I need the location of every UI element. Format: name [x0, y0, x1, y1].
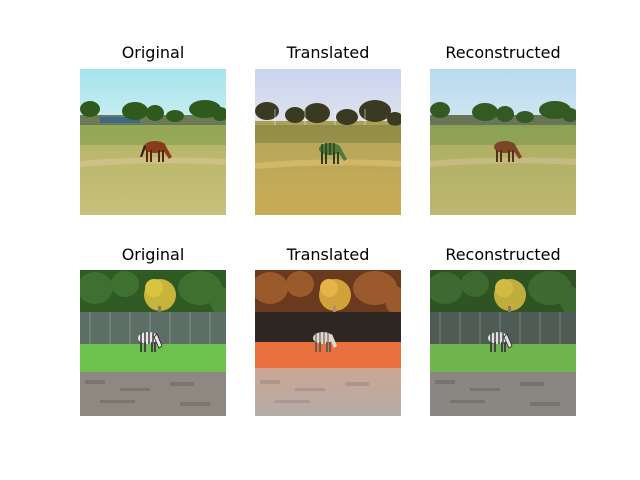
image-original-horse	[80, 69, 226, 215]
zebra-figure-translated	[313, 332, 337, 352]
panel-title-translated-row2: Translated	[286, 245, 370, 264]
horse-figure	[140, 141, 172, 162]
image-reconstructed-horse	[430, 69, 576, 215]
zebra-figure-reconstructed	[488, 332, 513, 352]
image-reconstructed-zebra	[430, 270, 576, 416]
panel-title-reconstructed-row1: Reconstructed	[445, 43, 561, 62]
image-translated-zebra	[255, 270, 401, 416]
striped-horse-figure	[319, 143, 347, 164]
horse-figure-reconstructed	[494, 141, 522, 162]
image-translated-horse	[255, 69, 401, 215]
panel-title-translated-row1: Translated	[286, 43, 370, 62]
panel-title-original-row1: Original	[121, 43, 185, 62]
panel-title-reconstructed-row2: Reconstructed	[445, 245, 561, 264]
zebra-figure	[138, 332, 163, 352]
panel-title-original-row2: Original	[121, 245, 185, 264]
image-original-zebra	[80, 270, 226, 416]
